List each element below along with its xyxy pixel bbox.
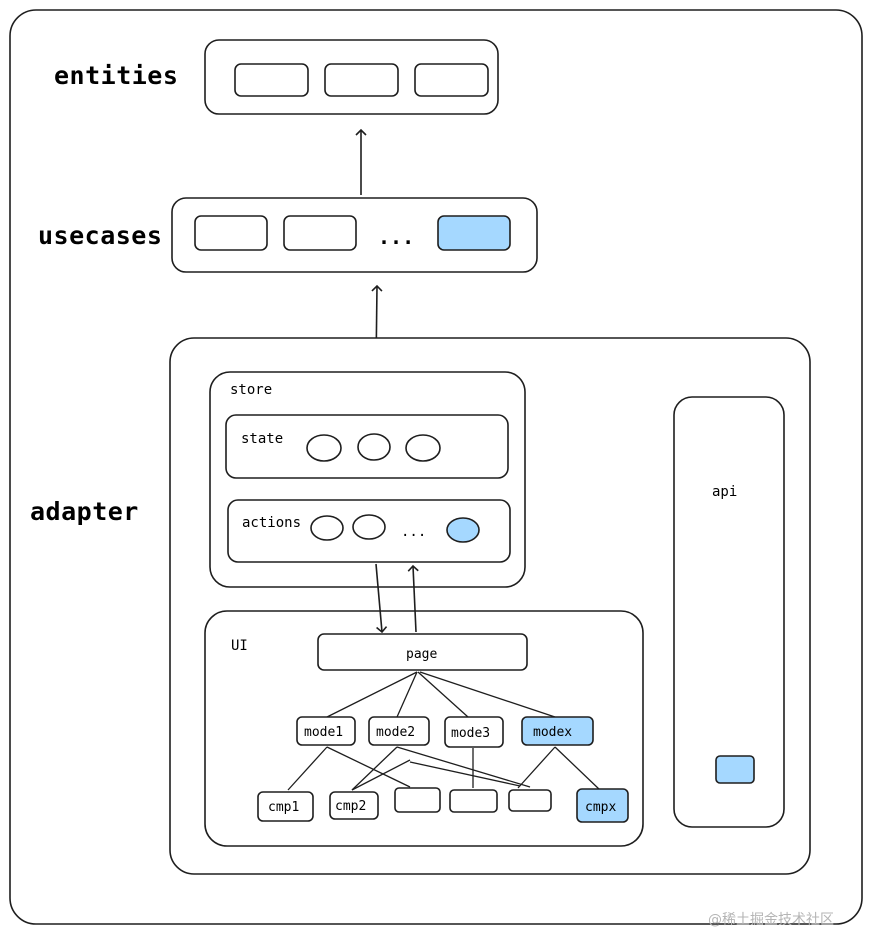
arrow-page-to-store — [407, 564, 419, 633]
mode-label: mode3 — [451, 726, 490, 741]
usecase-box-highlighted — [437, 215, 511, 251]
mode-box — [368, 716, 430, 746]
entity-box — [414, 63, 489, 97]
mode-box — [444, 716, 504, 748]
page-box — [317, 633, 528, 671]
cmp-box — [449, 789, 498, 813]
page-label: page — [406, 647, 437, 662]
cmp-label: cmp2 — [335, 799, 366, 814]
state-item — [405, 434, 441, 462]
mode-box — [296, 716, 356, 746]
api-item-highlighted — [715, 755, 755, 784]
action-item — [352, 514, 386, 540]
api-container — [673, 396, 785, 828]
adapter-label: adapter — [30, 497, 139, 526]
store-title: store — [230, 382, 272, 398]
cmp-box — [329, 791, 379, 820]
arrow-store-to-page — [375, 563, 388, 634]
usecases-ellipsis: ... — [378, 225, 414, 249]
actions-label: actions — [242, 515, 301, 531]
mode-label: modex — [533, 725, 572, 740]
cmp-box-highlighted — [576, 788, 629, 823]
mode-cmp-connectors — [287, 746, 601, 791]
cmp-box — [257, 791, 314, 822]
action-item-highlighted — [446, 517, 480, 543]
watermark: @稀土掘金技术社区 — [708, 912, 834, 928]
state-item — [306, 434, 342, 462]
state-item — [357, 433, 391, 461]
entities-label: entities — [54, 61, 178, 90]
mode-label: mode2 — [376, 725, 415, 740]
cmp-label: cmp1 — [268, 800, 299, 815]
cmp-box — [394, 787, 441, 813]
usecase-box — [194, 215, 268, 251]
ui-title: UI — [231, 638, 248, 654]
usecase-box — [283, 215, 357, 251]
api-label: api — [712, 484, 737, 500]
cmp-label: cmpx — [585, 800, 616, 815]
entity-box — [324, 63, 399, 97]
cmp-box — [508, 789, 552, 812]
page-mode-connectors — [326, 671, 556, 718]
actions-ellipsis: ... — [401, 524, 426, 540]
mode-label: mode1 — [304, 725, 343, 740]
action-item — [310, 515, 344, 541]
mode-box-highlighted — [521, 716, 594, 746]
state-label: state — [241, 431, 283, 447]
usecases-label: usecases — [38, 221, 162, 250]
entity-box — [234, 63, 309, 97]
